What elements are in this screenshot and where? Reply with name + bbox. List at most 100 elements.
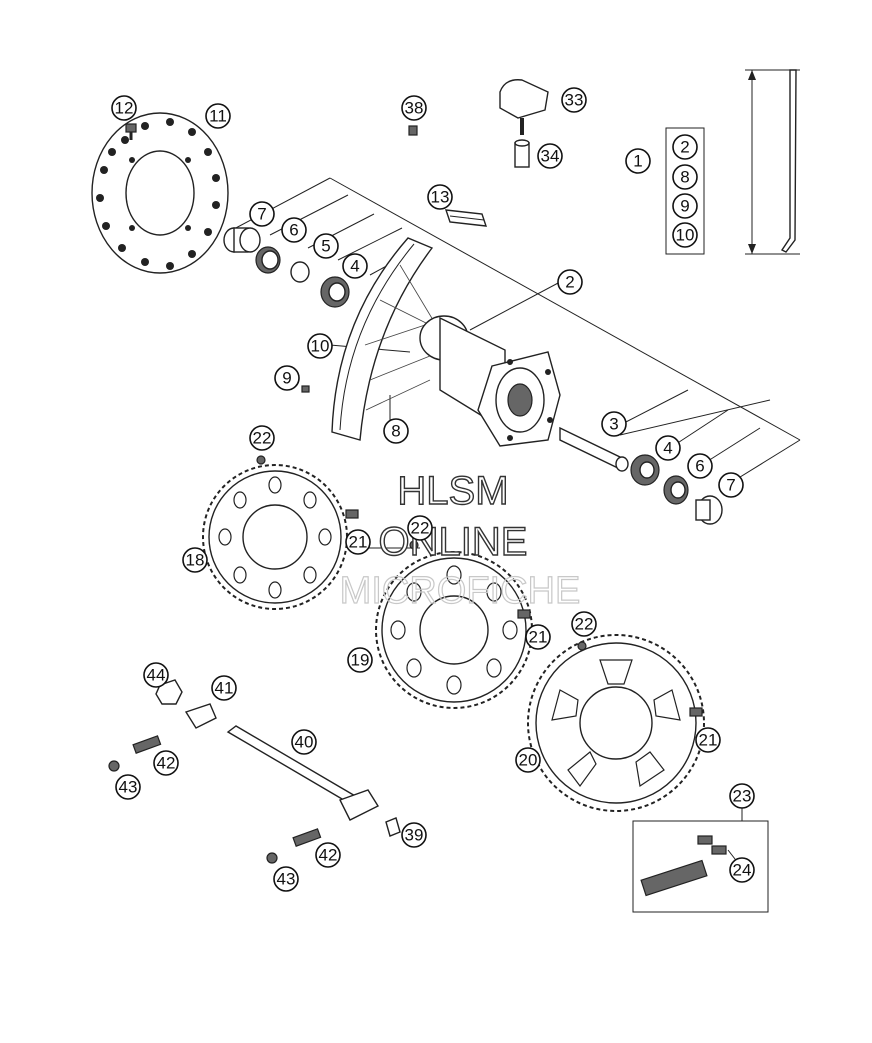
sprocket-large xyxy=(527,634,705,812)
callout-22-c: 22 xyxy=(571,611,597,637)
watermark-online: ONLINE xyxy=(379,520,528,564)
svg-text:4: 4 xyxy=(663,439,672,458)
svg-text:10: 10 xyxy=(676,226,695,245)
svg-text:20: 20 xyxy=(519,751,538,770)
callout-21-b: 21 xyxy=(525,624,551,650)
svg-text:22: 22 xyxy=(411,519,430,538)
callout-7: 7 xyxy=(249,201,275,227)
svg-text:44: 44 xyxy=(147,666,166,685)
callout-8: 8 xyxy=(383,418,409,444)
valve-cap xyxy=(408,125,418,136)
svg-text:40: 40 xyxy=(295,733,314,752)
svg-text:12: 12 xyxy=(115,99,134,118)
adjuster-nuts xyxy=(108,760,278,864)
spoke-nipple xyxy=(301,385,310,393)
svg-text:7: 7 xyxy=(726,476,735,495)
adjuster-springs xyxy=(132,735,322,847)
callout-42-b: 42 xyxy=(315,842,341,868)
svg-text:11: 11 xyxy=(209,107,227,126)
svg-text:21: 21 xyxy=(699,731,718,750)
svg-text:43: 43 xyxy=(119,778,138,797)
callout-10-kit: 10 xyxy=(672,222,698,248)
brake-disc xyxy=(91,112,229,274)
callout-4: 4 xyxy=(342,253,368,279)
callout-22-b: 22 xyxy=(407,515,433,541)
svg-text:7: 7 xyxy=(257,205,266,224)
svg-text:23: 23 xyxy=(733,787,752,806)
svg-text:3: 3 xyxy=(609,415,618,434)
svg-text:39: 39 xyxy=(405,826,424,845)
hub xyxy=(419,315,561,447)
callout-1: 1 xyxy=(625,148,651,174)
svg-text:10: 10 xyxy=(311,337,330,356)
axle xyxy=(226,725,380,821)
callout-9-kit: 9 xyxy=(672,193,698,219)
svg-text:42: 42 xyxy=(319,846,338,865)
axle-bolt xyxy=(385,817,401,837)
callout-21-c: 21 xyxy=(695,727,721,753)
svg-text:43: 43 xyxy=(277,870,296,889)
callout-19: 19 xyxy=(347,647,373,673)
left-hub-parts xyxy=(223,227,350,308)
callout-20: 20 xyxy=(515,747,541,773)
callout-39: 39 xyxy=(401,822,427,848)
disc-bolt xyxy=(125,123,137,140)
svg-text:5: 5 xyxy=(321,237,330,256)
callout-43-b: 43 xyxy=(273,866,299,892)
svg-text:33: 33 xyxy=(565,91,584,110)
svg-text:21: 21 xyxy=(349,533,368,552)
callout-40: 40 xyxy=(291,729,317,755)
svg-text:38: 38 xyxy=(405,99,424,118)
callout-5: 5 xyxy=(313,233,339,259)
chain-adjuster xyxy=(184,703,217,729)
callout-2: 2 xyxy=(557,269,583,295)
svg-text:6: 6 xyxy=(695,457,704,476)
callout-6-right: 6 xyxy=(687,453,713,479)
spoke xyxy=(780,69,797,253)
svg-text:42: 42 xyxy=(157,754,176,773)
right-hub-parts xyxy=(559,426,723,525)
svg-text:34: 34 xyxy=(541,147,560,166)
callout-2-kit: 2 xyxy=(672,134,698,160)
svg-text:24: 24 xyxy=(733,861,752,880)
svg-text:18: 18 xyxy=(186,551,205,570)
callout-42-a: 42 xyxy=(153,750,179,776)
svg-text:9: 9 xyxy=(282,369,291,388)
chain xyxy=(640,835,727,897)
callout-6: 6 xyxy=(281,217,307,243)
svg-text:8: 8 xyxy=(391,422,400,441)
callout-33: 33 xyxy=(561,87,587,113)
svg-text:13: 13 xyxy=(431,188,450,207)
rim-tape xyxy=(444,209,488,227)
watermark: HLSM ONLINE MICROFICHE xyxy=(339,468,581,612)
svg-text:2: 2 xyxy=(680,138,689,157)
kit-contents-box xyxy=(665,127,705,255)
svg-text:2: 2 xyxy=(565,273,574,292)
watermark-hlsm: HLSM xyxy=(397,469,508,513)
callout-21-a: 21 xyxy=(345,529,371,555)
callout-43-a: 43 xyxy=(115,774,141,800)
callout-34: 34 xyxy=(537,143,563,169)
callout-23: 23 xyxy=(729,783,755,809)
callout-4-right: 4 xyxy=(655,435,681,461)
sprocket-medium xyxy=(375,551,533,709)
callout-11: 11 xyxy=(205,103,231,129)
callout-18: 18 xyxy=(182,547,208,573)
callout-24: 24 xyxy=(729,857,755,883)
callout-8-kit: 8 xyxy=(672,164,698,190)
svg-text:22: 22 xyxy=(575,615,594,634)
sprocket-bolts xyxy=(345,509,703,717)
svg-text:9: 9 xyxy=(680,197,689,216)
callout-44: 44 xyxy=(143,662,169,688)
svg-text:19: 19 xyxy=(351,651,370,670)
callout-10: 10 xyxy=(307,333,333,359)
callout-22-a: 22 xyxy=(249,425,275,451)
svg-text:22: 22 xyxy=(253,429,272,448)
watermark-microfiche: MICROFICHE xyxy=(340,570,581,612)
rim-lock xyxy=(499,79,549,168)
callout-41: 41 xyxy=(211,675,237,701)
callout-13: 13 xyxy=(427,184,453,210)
sprocket-small xyxy=(202,464,348,610)
callout-12: 12 xyxy=(111,95,137,121)
